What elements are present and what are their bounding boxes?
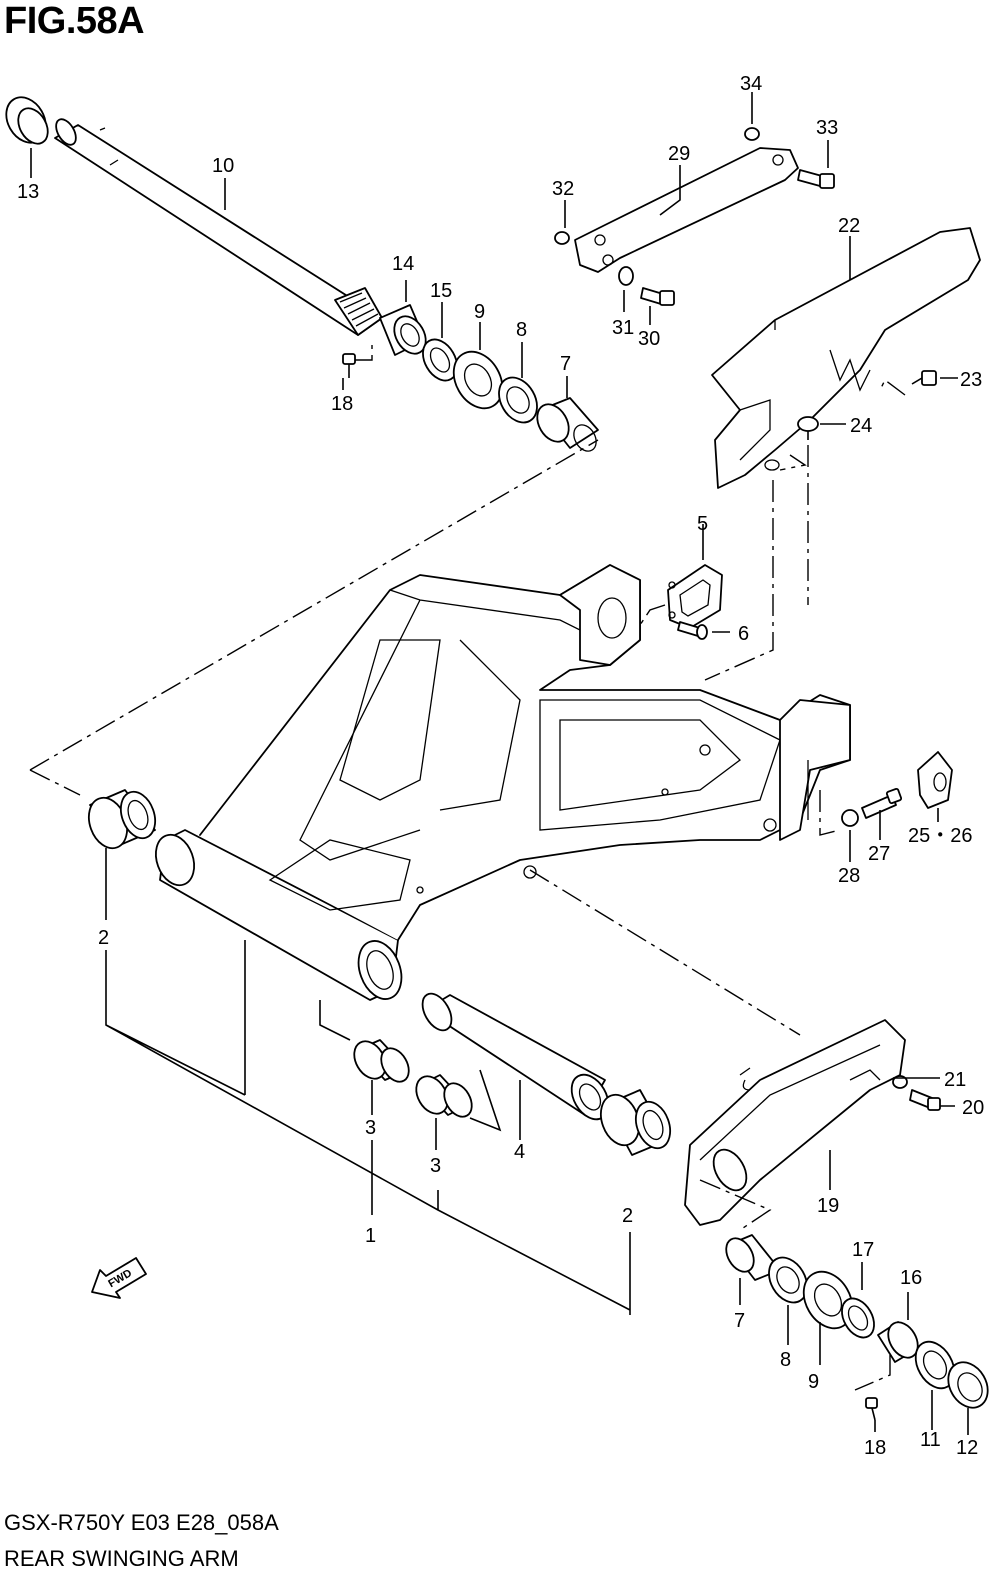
callout-17: 17 [852,1239,874,1261]
callout-4: 4 [514,1141,525,1163]
part-28-nut[interactable] [819,790,859,836]
callout-27: 27 [868,843,890,865]
callout-19: 19 [817,1195,839,1217]
callout-18b: 18 [864,1437,886,1459]
callout-5: 5 [697,513,708,535]
callout-22: 22 [838,215,860,237]
part-18-screw-upper[interactable] [342,340,373,378]
part-15-seal[interactable] [416,333,464,386]
part-23-screw[interactable] [879,370,937,396]
callout-32: 32 [552,178,574,200]
callout-33: 34 [740,73,762,95]
part-16-nut[interactable] [854,1317,924,1391]
callout-28: 28 [838,865,860,887]
part-21-washer[interactable] [892,1075,908,1089]
callout-8a: 8 [516,319,527,341]
callout-1: 1 [365,1225,376,1247]
callout-30: 30 [638,328,660,350]
part-9-bearing-upper[interactable] [444,343,512,417]
callout-21: 21 [944,1069,966,1091]
part-30-bolt[interactable] [640,287,675,306]
part-19-chain-guide[interactable] [684,1019,906,1231]
part-25-26-adjuster-block[interactable] [917,751,953,809]
part-32-nut[interactable] [554,231,570,245]
part-13-cap[interactable] [0,90,54,150]
callout-25-26: 25・26 [908,825,973,847]
callout-15: 15 [430,280,452,302]
callout-14: 14 [392,253,414,275]
part-7-collar-upper[interactable] [531,397,601,455]
assembly-line-shaft [29,439,599,771]
assembly-line-guide [529,869,801,1036]
part-22-chain-cover[interactable] [711,227,981,489]
callout-8b: 8 [780,1349,791,1371]
callout-7b: 7 [734,1310,745,1332]
callout-leaders [30,92,969,1435]
callout-29: 29 [668,143,690,165]
callout-12: 12 [956,1437,978,1459]
part-11-washer[interactable] [908,1335,962,1395]
callout-16: 16 [900,1267,922,1289]
part-4-spacer[interactable] [417,989,616,1126]
assembly-line-cover [704,480,774,681]
part-24-grommet[interactable] [779,416,819,605]
part-34-nut[interactable] [744,127,760,141]
part-12-cap[interactable] [940,1355,995,1415]
callout-3b: 3 [430,1155,441,1177]
callout-18a: 18 [331,393,353,415]
callout-11: 11 [920,1429,941,1451]
figure-title: FIG.58A [4,0,145,42]
part-27-bolt[interactable] [861,787,903,819]
part-10-pivot-shaft[interactable] [52,116,383,336]
part-3-bushing-a[interactable] [348,1036,415,1087]
callout-9b: 9 [808,1371,819,1393]
part-18-screw-lower[interactable] [865,1397,878,1421]
part-29-torque-link[interactable] [574,147,799,273]
callout-24: 24 [850,415,872,437]
model-code: GSX-R750Y E03 E28_058A [4,1510,279,1535]
part-14-nut[interactable] [379,304,432,359]
callout-10: 10 [212,155,234,177]
part-6-bolt[interactable] [677,621,708,640]
part-5-plate[interactable] [639,564,723,629]
part-8-washer-upper[interactable] [491,371,544,430]
fwd-arrow-icon: FWD [91,1257,147,1299]
part-8-washer-lower[interactable] [761,1251,814,1310]
callout-20: 20 [962,1097,984,1119]
part-7-collar-lower[interactable] [721,1233,781,1281]
leader-lines-lower-left [105,848,631,1315]
part-2-bushing-right[interactable] [594,1089,676,1156]
callout-2b: 2 [622,1205,633,1227]
part-1-swingarm[interactable] [149,564,851,1005]
diagram-caption: REAR SWINGING ARM [4,1546,239,1571]
assembly-line-shaft-b [29,769,81,796]
part-2-bushing-left[interactable] [82,787,161,854]
callout-7a: 7 [560,353,571,375]
part-3-bushing-b[interactable] [410,1071,478,1122]
part-17-seal[interactable] [835,1293,880,1343]
part-31-washer[interactable] [618,266,634,286]
part-33-bolt[interactable] [797,169,835,189]
callout-23: 23 [960,369,982,391]
part-20-bolt[interactable] [909,1089,941,1111]
part-9-bearing-lower[interactable] [794,1263,862,1337]
callout-31: 31 [612,317,634,339]
callout-13: 13 [17,181,39,203]
callout-3a: 3 [365,1117,376,1139]
callout-2a: 2 [98,927,109,949]
callout-6: 6 [738,623,749,645]
callout-34: 33 [816,117,838,139]
callout-9a: 9 [474,301,485,323]
